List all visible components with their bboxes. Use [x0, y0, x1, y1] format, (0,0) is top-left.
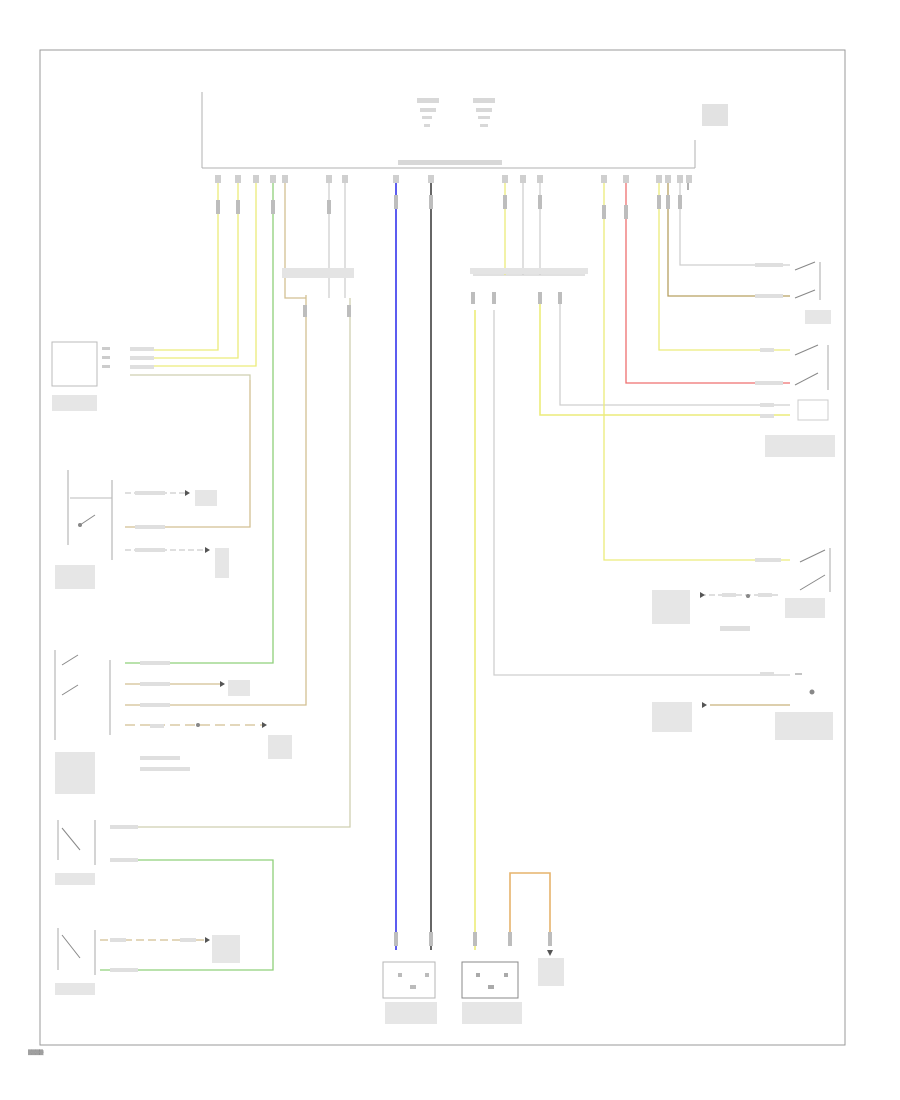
wires	[100, 180, 790, 971]
ground-label-far-right	[538, 950, 564, 986]
wire-gray-right	[559, 300, 790, 406]
ground-block-right	[461, 961, 522, 1024]
bottom-connector-pins	[394, 932, 552, 946]
wire-gray-down	[493, 310, 790, 676]
footer-label: ▒▒▒▒	[28, 1049, 44, 1056]
switch-right-middle	[755, 344, 829, 390]
connector-right-bottom	[652, 672, 833, 740]
electronic-module	[201, 92, 728, 169]
diagram-frame	[39, 49, 846, 1046]
wire-gray-rt	[679, 180, 790, 266]
switch-block-upper	[55, 470, 229, 589]
wire-red	[625, 180, 790, 384]
wire-yellow-mid	[658, 180, 790, 351]
module-pins	[215, 175, 692, 183]
wire-tan-loop	[509, 872, 551, 945]
ground-block-left	[382, 961, 437, 1024]
wire-tan-1	[125, 380, 251, 528]
sensor-module-left	[51, 341, 154, 411]
wire-yellow-1	[130, 180, 219, 351]
wire-gray-sensor	[130, 180, 257, 367]
wire-tan-2	[125, 295, 307, 706]
connector-label-center	[470, 268, 588, 274]
wire-yellow-2	[130, 180, 239, 359]
wire-tan-right	[667, 180, 790, 297]
switch-right-lower	[652, 548, 831, 631]
wire-yellow-lowright	[603, 180, 790, 561]
connector-right-lamp	[760, 399, 835, 457]
wire-yellow-right	[539, 300, 790, 416]
switch-block-bottom	[55, 928, 240, 995]
connector-pins-center	[303, 292, 562, 317]
wire-gray-door	[125, 298, 351, 828]
switch-block-lower	[55, 820, 138, 885]
fuse-symbol-1	[417, 98, 439, 127]
switch-right-top	[755, 261, 831, 324]
switch-block-middle	[54, 650, 292, 794]
fuse-symbol-2	[473, 98, 495, 127]
wire-yellow-sensor-top	[130, 374, 251, 380]
wire-green-long	[125, 180, 274, 664]
module-label-right	[702, 104, 728, 126]
wire-tan-upper	[284, 180, 306, 299]
module-title-label	[398, 160, 502, 165]
wire-id-tags-top	[216, 195, 682, 219]
connector-label-left	[282, 268, 354, 278]
wire-green-lower	[100, 859, 274, 971]
